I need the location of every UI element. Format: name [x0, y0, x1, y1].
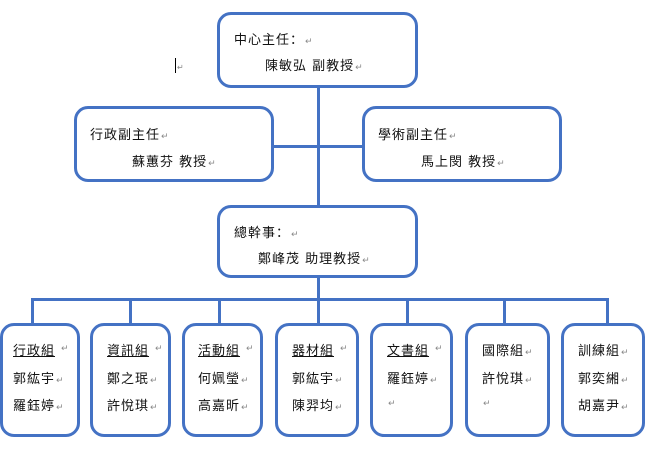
group-member: 鄭之珉↵	[107, 372, 159, 387]
secretary-name: 鄭峰茂 助理教授↵	[258, 252, 371, 267]
connector-vice-horizontal	[272, 145, 364, 148]
group-title: 資訊組	[107, 344, 150, 359]
group-member: ↵	[483, 399, 492, 409]
vice-admin-name: 蘇蕙芬 教授↵	[132, 155, 217, 170]
group-title: 活動組	[198, 344, 241, 359]
group-member: 陳羿均↵	[292, 399, 344, 414]
director-name: 陳敏弘 副教授↵	[265, 59, 364, 74]
vice-academic-name: 馬上閔 教授↵	[421, 155, 506, 170]
connector-group-3	[218, 298, 221, 324]
group-title: 器材組	[292, 344, 335, 359]
vice-academic-title: 學術副主任↵	[378, 128, 458, 143]
group-member: 許悅琪↵	[482, 372, 534, 387]
group-title: 行政組	[13, 344, 56, 359]
group-box-admin: 行政組 ↵ 郭紘宇↵ 羅鈺婷↵	[0, 323, 80, 437]
connector-group-7	[606, 298, 609, 324]
group-box-activity: 活動組 ↵ 何姵瑩↵ 高嘉昕↵	[182, 323, 263, 437]
director-title: 中心主任：↵	[234, 33, 314, 48]
group-member: 胡嘉尹↵	[578, 399, 630, 414]
group-member: 何姵瑩↵	[198, 372, 250, 387]
group-title: 訓練組↵	[578, 344, 630, 359]
group-member: 許悅琪↵	[107, 399, 159, 414]
text-cursor	[175, 58, 176, 73]
vice-admin-box: 行政副主任↵ 蘇蕙芬 教授↵	[74, 106, 274, 182]
return-mark: ↵	[435, 344, 444, 354]
group-box-international: 國際組↵ 許悅琪↵ ↵	[465, 323, 550, 437]
group-title: 國際組↵	[482, 344, 534, 359]
connector-secretary-down	[317, 276, 320, 300]
vice-admin-title: 行政副主任↵	[90, 128, 170, 143]
connector-group-5	[406, 298, 409, 324]
group-member: ↵	[388, 399, 397, 409]
group-box-info: 資訊組 ↵ 鄭之珉↵ 許悅琪↵	[90, 323, 171, 437]
group-box-document: 文書組 ↵ 羅鈺婷↵ ↵	[370, 323, 453, 437]
group-box-equipment: 器材組 ↵ 郭紘宇↵ 陳羿均↵	[275, 323, 359, 437]
secretary-box: 總幹事：↵ 鄭峰茂 助理教授↵	[217, 205, 418, 278]
return-mark: ↵	[61, 344, 70, 354]
paragraph-mark: ↵	[177, 63, 184, 72]
group-member: 郭紘宇↵	[292, 372, 344, 387]
return-mark: ↵	[246, 344, 255, 354]
group-member: 高嘉昕↵	[198, 399, 250, 414]
group-box-training: 訓練組↵ 郭奕緗↵ 胡嘉尹↵	[561, 323, 645, 437]
connector-groups-horizontal	[31, 298, 609, 301]
secretary-title: 總幹事：↵	[234, 226, 300, 241]
group-title: 文書組	[387, 344, 430, 359]
group-member: 羅鈺婷↵	[13, 399, 65, 414]
connector-group-4	[317, 298, 320, 324]
group-member: 郭奕緗↵	[578, 372, 630, 387]
return-mark: ↵	[155, 344, 164, 354]
director-box: 中心主任：↵ 陳敏弘 副教授↵	[217, 12, 418, 88]
vice-academic-box: 學術副主任↵ 馬上閔 教授↵	[362, 106, 562, 182]
connector-group-1	[31, 298, 34, 324]
connector-group-2	[129, 298, 132, 324]
group-member: 郭紘宇↵	[13, 372, 65, 387]
connector-group-6	[503, 298, 506, 324]
group-member: 羅鈺婷↵	[387, 372, 439, 387]
return-mark: ↵	[340, 344, 349, 354]
